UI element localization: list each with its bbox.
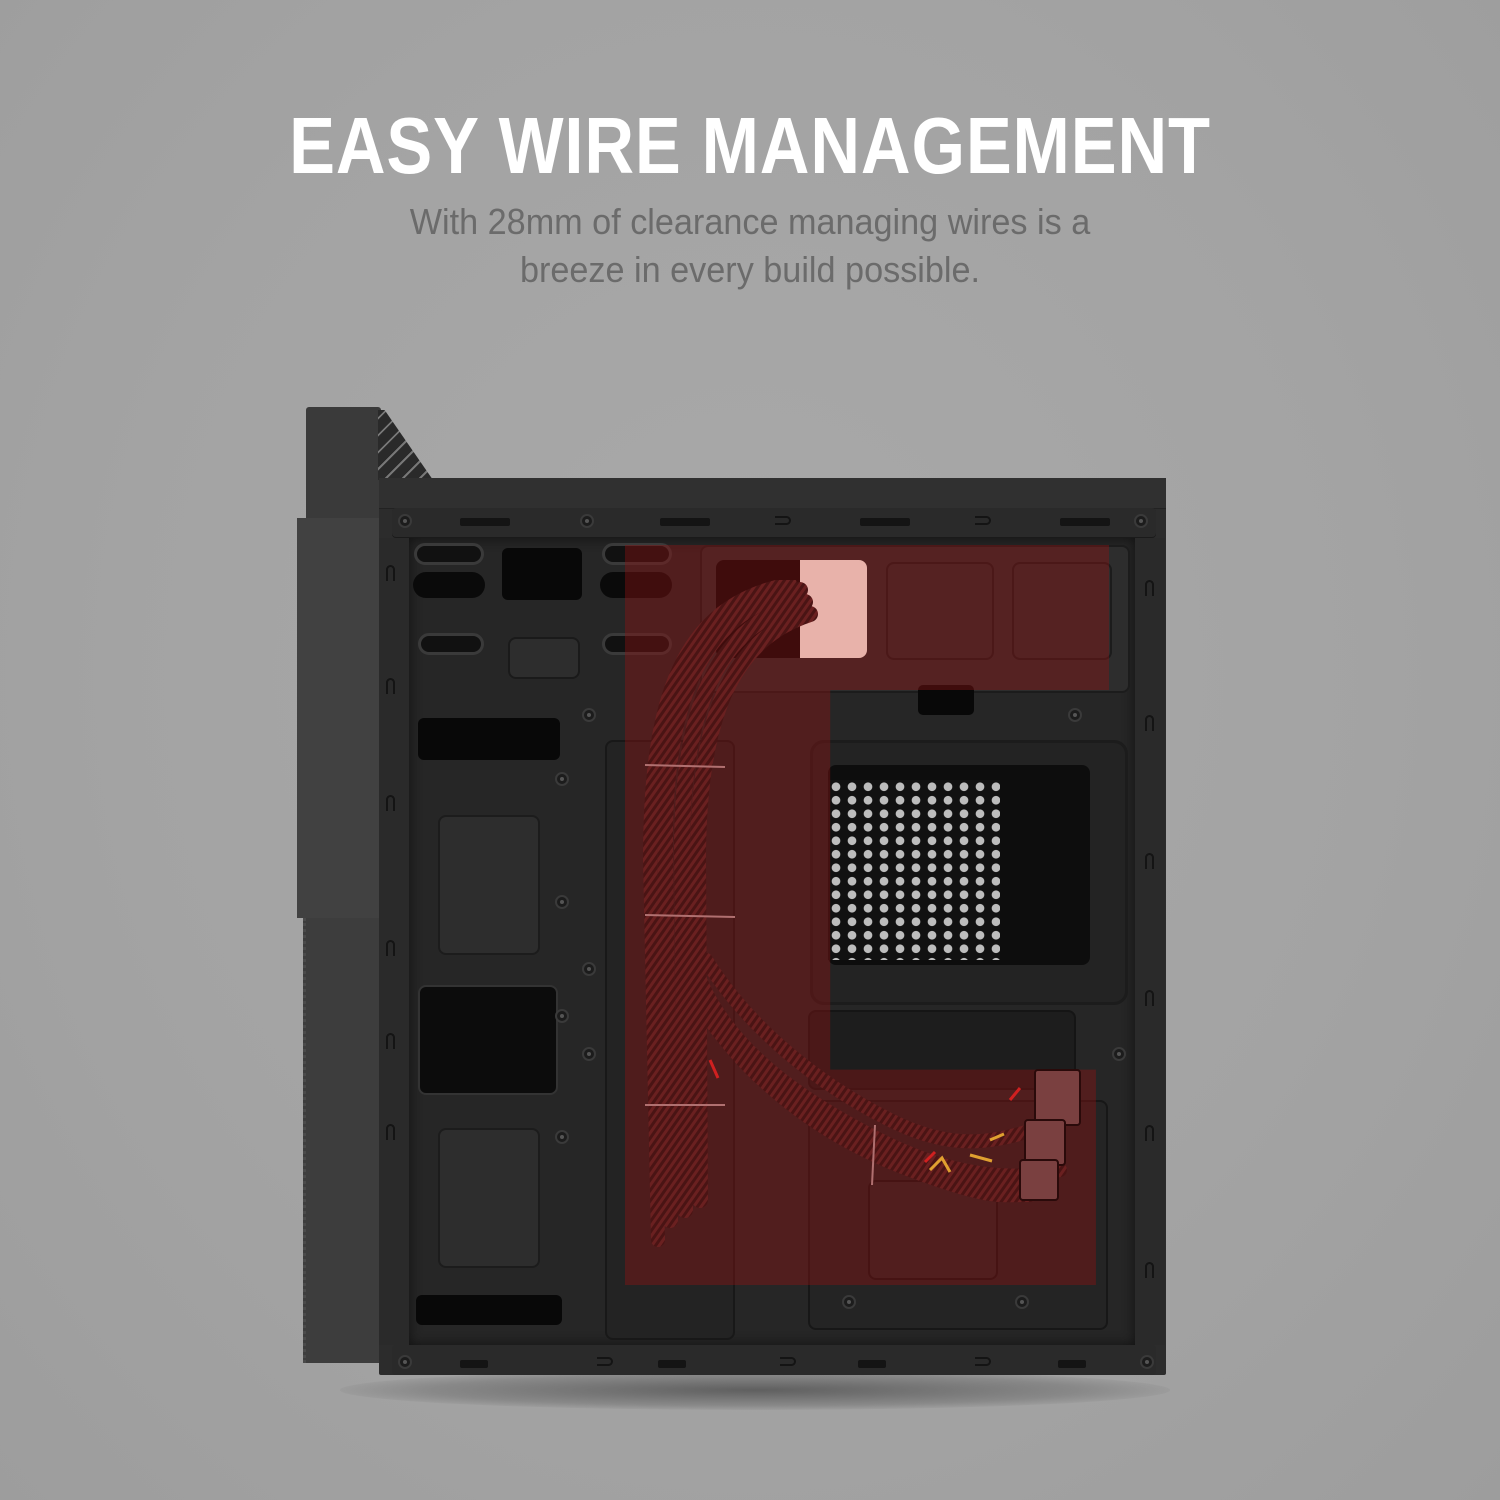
cable-cutout — [502, 548, 582, 600]
screw-icon — [582, 708, 596, 722]
subtitle-line-1: With 28mm of clearance managing wires is… — [409, 201, 1091, 242]
grommet-slot — [602, 633, 672, 655]
tie-hook-icon — [386, 795, 395, 811]
tie-hook-icon — [975, 1357, 991, 1366]
drive-cutout — [418, 985, 558, 1095]
case-top-rail — [379, 478, 1166, 509]
case-shadow — [340, 1370, 1170, 1410]
grommet-slot — [602, 543, 672, 565]
front-bezel-panel — [297, 518, 381, 918]
tie-hook-icon — [386, 940, 395, 956]
tie-hook-icon — [775, 516, 791, 525]
tie-hook-icon — [597, 1357, 613, 1366]
tie-hook-icon — [1145, 715, 1154, 731]
tie-hook-icon — [975, 516, 991, 525]
screw-icon — [582, 962, 596, 976]
drive-bay-plate — [438, 1128, 540, 1268]
sleeved-cables-icon — [642, 580, 1081, 1247]
frame-slot — [1058, 1360, 1086, 1368]
cover-plate — [1012, 562, 1112, 660]
screw-icon — [1112, 1047, 1126, 1061]
cable-cutout — [413, 572, 485, 598]
screw-icon — [555, 1009, 569, 1023]
rubber-plug — [508, 637, 580, 679]
screw-icon — [1068, 708, 1082, 722]
tie-hook-icon — [386, 1124, 395, 1140]
tie-hook-icon — [1145, 990, 1154, 1006]
frame-slot — [460, 1360, 488, 1368]
tie-hook-icon — [386, 565, 395, 581]
subtitle-line-2: breeze in every build possible. — [519, 249, 981, 290]
front-bezel-lower — [303, 918, 384, 1363]
frame-slot — [860, 518, 910, 526]
frame-right — [1135, 538, 1165, 1345]
frame-bottom — [392, 1345, 1156, 1375]
screw-icon — [555, 895, 569, 909]
tie-hook-icon — [1145, 1125, 1154, 1141]
screw-icon — [555, 772, 569, 786]
frame-slot — [460, 518, 510, 526]
drive-bay-plate — [438, 815, 540, 955]
screw-icon — [1134, 514, 1148, 528]
drive-cutout — [416, 1295, 562, 1325]
screw-icon — [582, 1047, 596, 1061]
screw-icon — [398, 514, 412, 528]
psu-cover-plate — [808, 1010, 1076, 1090]
cover-plate — [886, 562, 994, 660]
page-title: EASY WIRE MANAGEMENT — [289, 101, 1211, 190]
frame-slot — [858, 1360, 886, 1368]
screw-icon — [398, 1355, 412, 1369]
cable-cutout — [600, 572, 672, 598]
subtitle: With 28mm of clearance managing wires is… — [323, 198, 1178, 294]
tie-hook-icon — [1145, 853, 1154, 869]
screw-icon — [1140, 1355, 1154, 1369]
screw-icon — [555, 1130, 569, 1144]
grommet-slot — [414, 543, 484, 565]
top-vent — [378, 410, 433, 480]
cable-cutout — [918, 685, 974, 715]
front-bezel-top — [306, 407, 381, 522]
tie-hook-icon — [1145, 1262, 1154, 1278]
tie-hook-icon — [1145, 580, 1154, 596]
screw-icon — [580, 514, 594, 528]
tie-hook-icon — [386, 1033, 395, 1049]
drive-cutout — [418, 718, 560, 760]
frame-slot — [658, 1360, 686, 1368]
frame-slot — [1060, 518, 1110, 526]
screw-icon — [1015, 1295, 1029, 1309]
tie-hook-icon — [780, 1357, 796, 1366]
frame-top — [392, 508, 1156, 538]
tie-hook-icon — [386, 678, 395, 694]
screw-icon — [842, 1295, 856, 1309]
grommet-slot — [418, 633, 484, 655]
frame-slot — [660, 518, 710, 526]
psu-fan-mesh — [828, 780, 1000, 960]
